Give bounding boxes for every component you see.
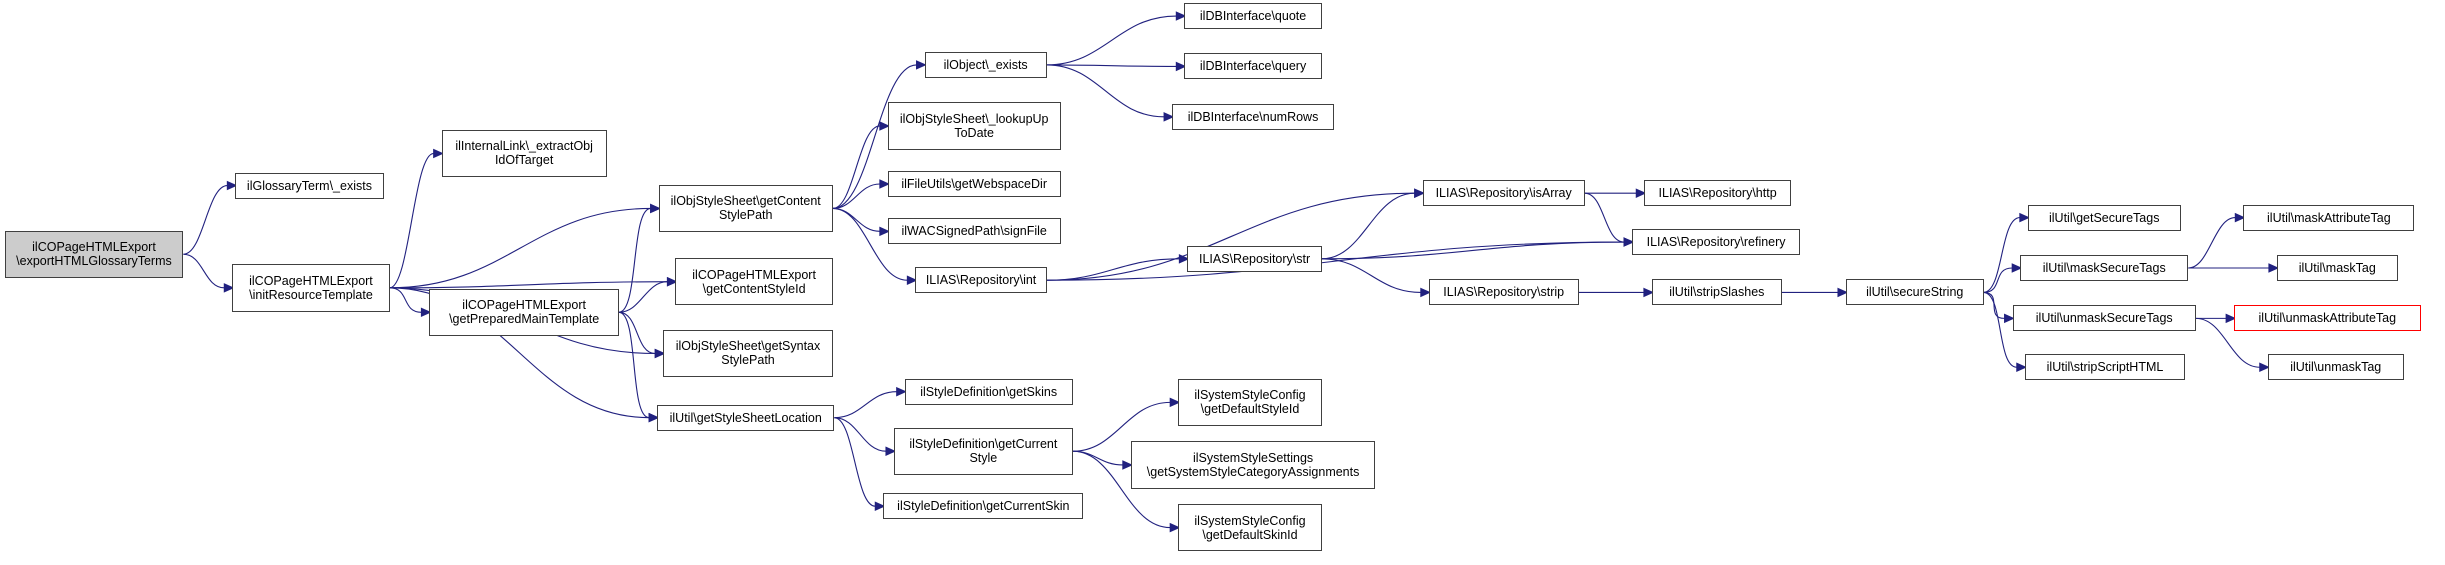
graph-node[interactable]: ilObjStyleSheet\_lookupUp ToDate	[887, 102, 1061, 150]
graph-node[interactable]: ILIAS\Repository\http	[1644, 180, 1791, 207]
graph-node[interactable]: ILIAS\Repository\int	[915, 267, 1047, 294]
graph-node[interactable]: ilSystemStyleSettings \getSystemStyleCat…	[1130, 441, 1376, 489]
graph-node[interactable]: ilGlossaryTerm\_exists	[235, 172, 384, 199]
graph-node[interactable]: ilSystemStyleConfig \getDefaultStyleId	[1178, 378, 1322, 427]
graph-edge	[1983, 267, 2013, 293]
graph-node[interactable]: ilUtil\secureString	[1845, 279, 1984, 306]
graph-edge	[834, 417, 886, 452]
graph-edge	[832, 183, 880, 209]
graph-edge	[389, 152, 434, 289]
graph-edge	[618, 207, 651, 313]
graph-edge	[834, 391, 897, 419]
graph-edge	[1321, 258, 1421, 293]
graph-edge	[1584, 192, 1625, 243]
graph-node[interactable]: ilObjStyleSheet\getContent StylePath	[658, 184, 833, 233]
graph-node[interactable]: ilCOPageHTMLExport \getPreparedMainTempl…	[429, 288, 619, 336]
graph-node[interactable]: ilSystemStyleConfig \getDefaultSkinId	[1178, 503, 1322, 552]
graph-node[interactable]: ilUtil\getSecureTags	[2027, 204, 2181, 231]
graph-node[interactable]: ilUtil\unmaskTag	[2267, 354, 2404, 381]
graph-edge	[834, 417, 876, 507]
graph-edge	[389, 207, 651, 289]
graph-edge	[618, 311, 650, 419]
graph-node[interactable]: ilDBInterface\quote	[1184, 3, 1322, 29]
graph-edge	[618, 281, 668, 313]
graph-edge	[618, 311, 656, 355]
graph-edge	[1046, 15, 1177, 66]
graph-node[interactable]: ilStyleDefinition\getCurrent Style	[893, 427, 1073, 475]
graph-node[interactable]: ilUtil\maskSecureTags	[2020, 255, 2189, 281]
graph-node[interactable]: ilObjStyleSheet\getSyntax StylePath	[663, 329, 833, 378]
graph-node[interactable]: ilUtil\maskAttributeTag	[2243, 204, 2415, 231]
graph-edge	[832, 207, 880, 232]
graph-node[interactable]: ilUtil\maskTag	[2276, 255, 2398, 281]
graph-edge	[1321, 192, 1415, 260]
graph-edge	[2188, 217, 2236, 269]
graph-edge	[389, 281, 668, 289]
graph-edge	[1983, 291, 2005, 319]
graph-node[interactable]: ilCOPageHTMLExport \getContentStyleId	[675, 258, 833, 306]
graph-node[interactable]: ILIAS\Repository\str	[1187, 245, 1322, 272]
graph-edge	[1046, 258, 1180, 281]
graph-edge	[1046, 64, 1177, 67]
graph-edge	[1046, 64, 1165, 118]
graph-edge	[1983, 217, 2020, 293]
graph-node[interactable]: ilUtil\stripScriptHTML	[2024, 354, 2186, 381]
graph-node[interactable]: ilStyleDefinition\getCurrentSkin	[883, 493, 1084, 520]
graph-edge	[389, 287, 422, 313]
graph-edge	[183, 184, 228, 255]
graph-edge	[1046, 241, 1625, 281]
graph-edge	[1072, 450, 1123, 466]
graph-node[interactable]: ilUtil\unmaskSecureTags	[2012, 305, 2196, 332]
graph-node[interactable]: ilDBInterface\query	[1184, 53, 1322, 80]
graph-node[interactable]: ilStyleDefinition\getSkins	[904, 378, 1073, 405]
graph-node[interactable]: ILIAS\Repository\isArray	[1422, 180, 1585, 207]
graph-node[interactable]: ilCOPageHTMLExport \exportHTMLGlossaryTe…	[4, 230, 184, 278]
graph-node[interactable]: ILIAS\Repository\strip	[1428, 279, 1579, 306]
graph-node[interactable]: ilWACSignedPath\signFile	[887, 218, 1061, 245]
graph-node[interactable]: ilUtil\getStyleSheetLocation	[657, 404, 835, 431]
graph-node[interactable]: ilUtil\stripSlashes	[1651, 279, 1782, 306]
graph-node[interactable]: ilFileUtils\getWebspaceDir	[887, 171, 1061, 197]
graph-node[interactable]: ilObject\_exists	[924, 51, 1047, 78]
graph-node[interactable]: ilInternalLink\_extractObj IdOfTarget	[441, 129, 607, 178]
graph-edge	[183, 253, 225, 289]
graph-edge	[1321, 241, 1625, 260]
graph-node[interactable]: ilUtil\unmaskAttributeTag	[2234, 305, 2421, 332]
graph-node[interactable]: ILIAS\Repository\refinery	[1632, 229, 1801, 255]
graph-edge	[832, 125, 880, 209]
graph-node[interactable]: ilCOPageHTMLExport \initResourceTemplate	[232, 264, 390, 312]
graph-node[interactable]: ilDBInterface\numRows	[1172, 103, 1335, 130]
